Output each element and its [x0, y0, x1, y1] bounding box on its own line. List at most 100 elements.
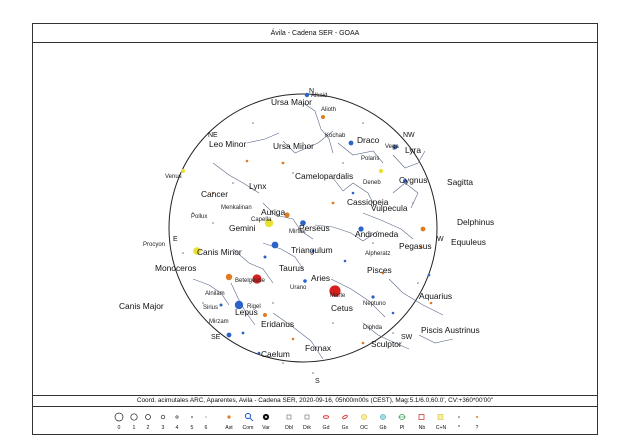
planet-marte[interactable] [329, 285, 341, 297]
star-pollux[interactable] [225, 273, 233, 281]
cardinal-ne: NE [208, 132, 218, 139]
star-sirius[interactable] [234, 300, 244, 310]
star-alkaid[interactable] [304, 92, 310, 98]
label-monoceros[interactable]: Monoceros [155, 263, 196, 273]
star-procyon[interactable] [193, 247, 201, 255]
label-cassiopeia[interactable]: Cassiopeia [347, 197, 389, 207]
legend-label-oc: OC [360, 425, 368, 431]
nebula-icon [418, 414, 425, 420]
star-polaris[interactable] [378, 168, 384, 174]
mag-2-circle-icon [145, 414, 151, 420]
star-menkalinan[interactable] [284, 212, 290, 218]
label-caelum[interactable]: Caelum [261, 349, 290, 359]
legend-label-gb: Gb [380, 425, 387, 431]
galaxy-d-icon [322, 415, 329, 419]
label-cetus[interactable]: Cetus [331, 303, 353, 313]
label-andromeda[interactable]: Andromeda [355, 229, 399, 239]
label-marte[interactable]: Marte [330, 293, 346, 299]
label-rigel[interactable]: Rigel [247, 304, 261, 310]
star-deneb[interactable] [403, 179, 407, 183]
star-alnilam[interactable] [263, 313, 267, 317]
label-pollux[interactable]: Pollux [191, 214, 207, 220]
label-neptuno[interactable]: Neptuno [363, 301, 386, 307]
star-betelgeuse[interactable] [252, 274, 262, 284]
label-menkalinan[interactable]: Menkalinan [221, 205, 252, 211]
star-rigel[interactable] [271, 241, 279, 249]
label-aquarius[interactable]: Aquarius [419, 291, 452, 301]
label-alpheratz[interactable]: Alpheratz [365, 251, 390, 257]
mag-3-circle-icon [160, 414, 166, 420]
star-kochab[interactable] [348, 140, 354, 146]
legend-label-pl: Pl [400, 425, 405, 431]
label-auriga[interactable]: Auriga [261, 207, 286, 217]
label-sirius[interactable]: Sirius [203, 305, 218, 311]
label-deneb[interactable]: Deneb [363, 180, 381, 186]
label-leo-minor[interactable]: Leo Minor [209, 139, 246, 149]
label-gemini[interactable]: Gemini [229, 223, 256, 233]
label-alnilam[interactable]: Alnilam [205, 291, 225, 297]
label-cygnus[interactable]: Cygnus [399, 175, 427, 185]
label-cancer[interactable]: Cancer [201, 189, 228, 199]
label-perseus[interactable]: Perseus [299, 223, 330, 233]
label-eridanus[interactable]: Eridanus [261, 319, 294, 329]
legend-label-2: 2 [147, 425, 150, 431]
label-pisces[interactable]: Pisces [367, 265, 392, 275]
legend-label-unknown: ? [476, 425, 479, 431]
legend-bar: 0 1 2 3 4 5 6 Ast Com Var Dbl Drk [114, 412, 479, 431]
star-alpheratz[interactable] [358, 226, 364, 232]
comet-icon [244, 412, 254, 422]
dark-nebula-icon [304, 414, 310, 420]
horizon-circle [168, 93, 438, 363]
label-betelgeuse[interactable]: Betelgeuse [235, 278, 266, 284]
body-venus[interactable] [181, 169, 185, 173]
label-vega[interactable]: Vega [385, 144, 399, 150]
body-urano[interactable] [303, 279, 307, 283]
label-mirfak[interactable]: Mirfak [289, 229, 306, 235]
label-canis-major[interactable]: Canis Major [119, 301, 164, 311]
chart-caption: Coord. acimutales ARC, Aparentes, Avila … [33, 395, 597, 407]
label-sagitta[interactable]: Sagitta [447, 177, 473, 187]
star-mirfak[interactable] [300, 220, 306, 226]
legend-label-6: 6 [205, 425, 208, 431]
variable-star-icon [262, 413, 270, 421]
label-vulpecula[interactable]: Vulpecula [371, 203, 408, 213]
star-alioth[interactable] [321, 115, 325, 119]
label-fornax[interactable]: Fornax [305, 343, 332, 353]
label-canis-minor[interactable]: Canis Minor [197, 247, 242, 257]
label-sculptor[interactable]: Sculptor [371, 339, 402, 349]
legend-label-drk: Drk [303, 425, 311, 431]
label-aries[interactable]: Aries [311, 273, 330, 283]
label-ursa-minor[interactable]: Ursa Minor [273, 141, 314, 151]
galaxy-icon [342, 414, 348, 420]
label-delphinus[interactable]: Delphinus [457, 217, 494, 227]
label-alkaid[interactable]: Alkaid [311, 93, 327, 99]
body-neptuno[interactable] [371, 295, 375, 299]
label-ursa-major[interactable]: Ursa Major [271, 97, 312, 107]
label-triangulum[interactable]: Triangulum [291, 245, 333, 255]
label-polaris[interactable]: Polaris [361, 156, 379, 162]
star-vega[interactable] [392, 144, 398, 150]
star-mirzam[interactable] [226, 332, 232, 338]
sky-map[interactable]: N NE NW E W SE SW S Ursa Major Leo Minor… [33, 43, 597, 414]
star-capella[interactable] [264, 218, 274, 228]
label-lepus[interactable]: Lepus [235, 307, 258, 317]
label-draco[interactable]: Draco [357, 135, 380, 145]
legend-label-dbl: Dbl [285, 425, 293, 431]
label-capella[interactable]: Capella [251, 217, 272, 223]
label-urano[interactable]: Urano [290, 285, 307, 291]
label-kochab[interactable]: Kochab [325, 133, 346, 139]
globular-cluster-icon [380, 414, 386, 420]
label-lyra[interactable]: Lyra [405, 145, 421, 155]
label-venus[interactable]: Venus [165, 174, 182, 180]
label-mirzam[interactable]: Mirzam [209, 319, 229, 325]
label-taurus[interactable]: Taurus [279, 263, 304, 273]
label-camelopardalis[interactable]: Camelopardalis [295, 171, 353, 181]
star-diphda[interactable] [420, 226, 426, 232]
label-pegasus[interactable]: Pegasus [399, 241, 432, 251]
label-diphda[interactable]: Diphda [363, 325, 383, 331]
label-procyon[interactable]: Procyon [143, 242, 165, 248]
label-equuleus[interactable]: Equuleus [451, 237, 486, 247]
label-piscis-austrinus[interactable]: Piscis Austrinus [421, 325, 480, 335]
label-alioth[interactable]: Alioth [321, 107, 336, 113]
label-lynx[interactable]: Lynx [249, 181, 267, 191]
